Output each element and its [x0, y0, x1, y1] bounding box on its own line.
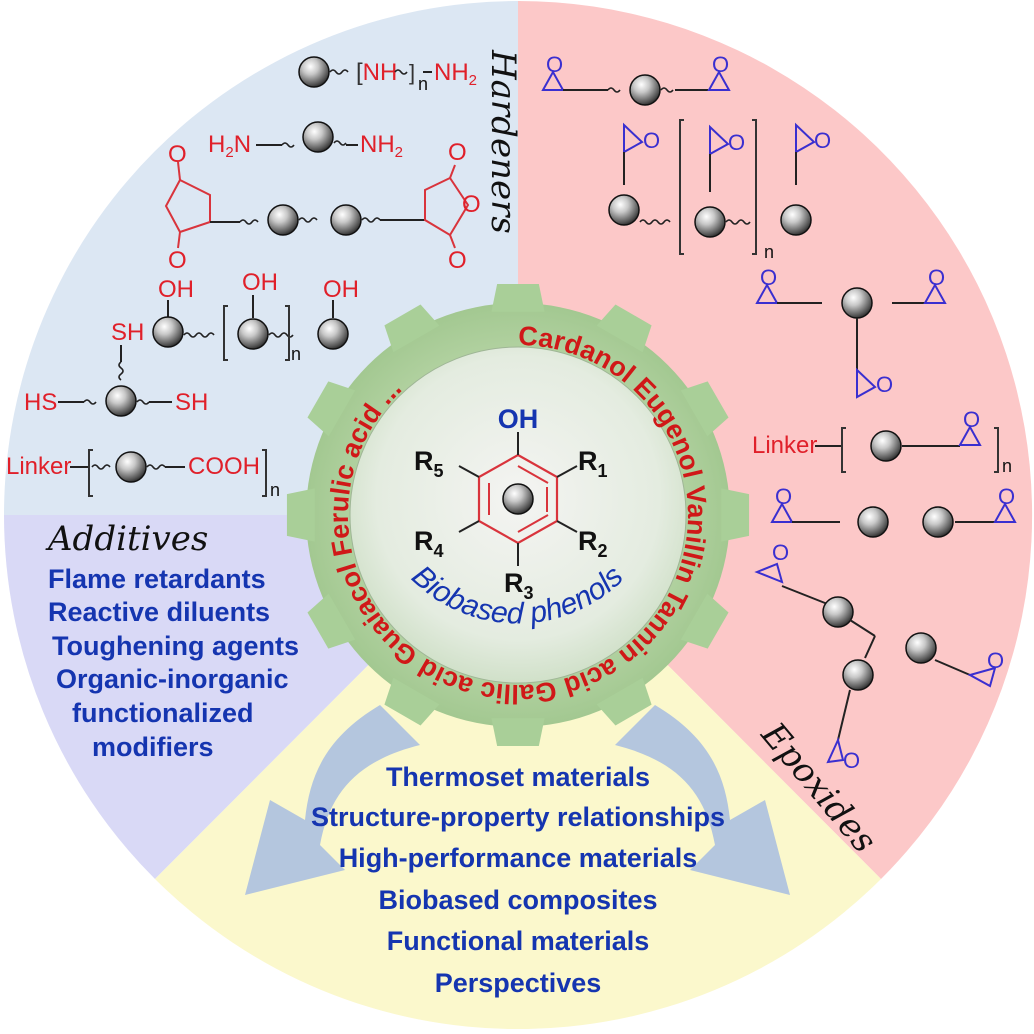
novolac-epoxy-structure: O O n O [608, 119, 831, 262]
svg-text:O: O [168, 141, 187, 168]
svg-text:]: ] [409, 60, 415, 85]
applications-sector [155, 515, 881, 1030]
gear-tooth [307, 593, 356, 649]
svg-text:n: n [418, 74, 428, 94]
trithiol-structure: SH HS SH [24, 319, 208, 417]
gear-tooth [721, 488, 750, 542]
additive-item: Reactive diluents [48, 597, 270, 627]
hydroxyl-label: OH [498, 404, 539, 434]
substituent-r1: R1 [578, 446, 608, 481]
additive-item: modifiers [92, 732, 214, 762]
svg-text:O: O [987, 648, 1004, 673]
svg-text:O: O [760, 265, 777, 290]
svg-text:O: O [643, 128, 660, 153]
svg-text:O: O [728, 130, 745, 155]
svg-text:COOH: COOH [188, 453, 260, 480]
arrow-left-icon [245, 705, 420, 895]
additives-title: Additives [45, 519, 208, 559]
svg-text:NH2: NH2 [434, 59, 477, 89]
svg-text:HS: HS [24, 389, 57, 416]
additive-item: Toughening agents [52, 631, 299, 661]
polyphenol-structure: OH OH n OH [152, 269, 359, 364]
svg-text:O: O [448, 139, 467, 166]
substituent-r2: R2 [578, 526, 608, 561]
svg-text:SH: SH [111, 319, 144, 346]
svg-text:n: n [291, 344, 301, 364]
epoxides-sector [518, 0, 1033, 879]
svg-text:H2N: H2N [208, 131, 251, 161]
svg-text:n: n [270, 480, 280, 500]
gear-tooth [680, 381, 729, 437]
svg-text:OH: OH [323, 276, 359, 303]
polyamine-structure: [NH ] n NH2 [298, 56, 477, 94]
svg-text:OH: OH [242, 269, 278, 296]
gear-tooth [286, 488, 315, 542]
svg-text:n: n [1002, 456, 1012, 476]
triepoxide-structure: O O O [755, 265, 947, 399]
substituent-r5: R5 [414, 446, 444, 481]
additives-section: Additives Flame retardants Reactive dilu… [45, 519, 299, 762]
svg-text:O: O [963, 407, 980, 432]
substituent-r3: R3 [504, 568, 534, 603]
application-item: Functional materials [387, 926, 650, 956]
diepoxide-structure: O O [541, 52, 731, 106]
phenol-structure: OH R1 R2 R3 R4 R5 [414, 404, 608, 603]
polyacid-structure: Linker COOH n [6, 449, 280, 500]
application-item: Structure-property relationships [311, 802, 725, 832]
diamine-structure: H2N NH2 [208, 121, 403, 161]
svg-text:O: O [168, 247, 187, 274]
application-item: Biobased composites [378, 885, 657, 915]
arrow-right-icon [615, 705, 790, 895]
additive-item: Flame retardants [48, 564, 266, 594]
svg-text:O: O [448, 247, 467, 274]
svg-text:O: O [712, 52, 729, 77]
svg-text:SH: SH [175, 389, 208, 416]
gear-inner-circle [349, 346, 687, 684]
gear-tooth [680, 593, 729, 649]
gear-tooth [491, 283, 545, 312]
gear-tooth [307, 381, 356, 437]
svg-text:O: O [814, 128, 831, 153]
svg-text:O: O [546, 52, 563, 77]
gear-tooth [596, 304, 652, 353]
svg-text:OH: OH [158, 276, 194, 303]
svg-text:[NH: [NH [356, 59, 397, 86]
application-item: High-performance materials [339, 843, 698, 873]
multi-epoxide-structure: O O O [754, 540, 1004, 773]
svg-text:O: O [772, 540, 789, 565]
applications-section: Thermoset materials Structure-property r… [311, 762, 725, 998]
additive-item: Organic-inorganic [56, 664, 289, 694]
dianhydride-structure: O O O O O [164, 139, 481, 274]
hardeners-section: Hardeners [NH ] n NH2 H2N NH2 O [6, 49, 523, 500]
application-item: Thermoset materials [386, 762, 650, 792]
svg-text:O: O [775, 484, 792, 509]
svg-text:O: O [998, 484, 1015, 509]
gear-tooth [384, 304, 440, 353]
application-item: Perspectives [435, 968, 602, 998]
svg-text:NH2: NH2 [360, 131, 403, 161]
svg-text:n: n [764, 242, 774, 262]
svg-text:O: O [462, 191, 481, 218]
svg-text:O: O [843, 748, 860, 773]
svg-text:O: O [876, 372, 893, 397]
bisepoxide-structure: O O [770, 484, 1017, 538]
gear-tooth [596, 677, 652, 726]
linker-epoxide-structure: Linker O n [752, 407, 1012, 476]
additive-item: functionalized [72, 698, 254, 728]
gear-tooth [491, 718, 545, 747]
svg-text:Linker: Linker [6, 453, 71, 480]
svg-text:Linker: Linker [752, 432, 817, 459]
substituent-r4: R4 [414, 526, 444, 561]
svg-text:O: O [928, 265, 945, 290]
gear-tooth [384, 677, 440, 726]
hardeners-title: Hardeners [483, 49, 523, 234]
